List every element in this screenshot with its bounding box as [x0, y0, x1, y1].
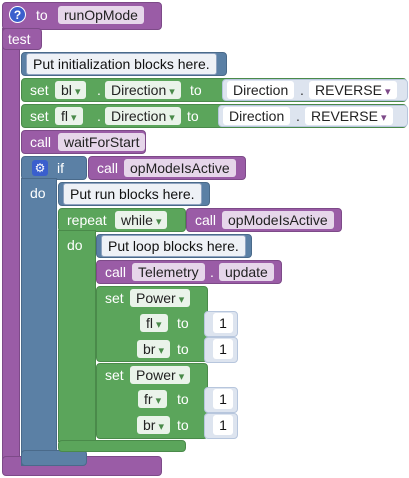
power-1-row1-value[interactable]: 1	[213, 313, 233, 333]
repeat-label: repeat	[67, 212, 107, 228]
to-label: to	[36, 7, 48, 23]
help-icon[interactable]: ?	[9, 6, 26, 23]
if-do-bar	[21, 178, 57, 466]
if-label: if	[57, 160, 64, 176]
bl-direction-dropdown[interactable]: Direction	[105, 81, 181, 99]
wait-for-start-name: waitForStart	[58, 133, 146, 151]
procedure-body-bar	[2, 28, 20, 466]
if-opmode-name: opModeIsActive	[124, 159, 236, 177]
telemetry-method: update	[219, 263, 274, 281]
power-2-row1-to: to	[177, 391, 189, 407]
repeat-mode-dropdown[interactable]: while	[115, 211, 168, 229]
repeat-call-label: call	[195, 212, 217, 228]
telemetry-call-label: call	[105, 264, 127, 280]
run-comment-text[interactable]: Put run blocks here.	[63, 183, 202, 205]
test-label: test	[8, 31, 31, 47]
bl-enum-value-dropdown[interactable]: REVERSE	[309, 81, 397, 99]
function-name-field[interactable]: runOpMode	[58, 6, 144, 24]
set-bl-dot: .	[97, 82, 101, 98]
set-fl-to: to	[187, 108, 199, 124]
repeat-do-bar	[58, 230, 96, 442]
power-1-dropdown[interactable]: Power	[130, 289, 191, 307]
set-fl-dot: .	[97, 108, 101, 124]
power-1-row2-to: to	[177, 341, 189, 357]
repeat-foot	[58, 440, 186, 452]
power-2-row2-value[interactable]: 1	[213, 415, 233, 435]
telemetry-dot: .	[210, 264, 214, 280]
power-1-row1-to: to	[177, 315, 189, 331]
set-fl-label: set	[30, 108, 49, 124]
repeat-do-label: do	[67, 237, 83, 253]
fl-dropdown[interactable]: fl	[55, 107, 83, 125]
repeat-opmode-name: opModeIsActive	[222, 211, 334, 229]
set-power-2-label: set	[105, 367, 124, 383]
power-1-row2-value[interactable]: 1	[213, 339, 233, 359]
if-block[interactable]	[21, 156, 87, 180]
bl-enum-dot: .	[300, 82, 304, 98]
if-call-label: call	[97, 160, 119, 176]
loop-comment-text[interactable]: Put loop blocks here.	[101, 235, 246, 257]
power-2-motor-br-dropdown[interactable]: br	[137, 416, 171, 434]
fl-enum-type: Direction	[223, 107, 291, 125]
bl-dropdown[interactable]: bl	[55, 81, 87, 99]
test-row	[2, 28, 42, 50]
bl-enum-type: Direction	[227, 81, 295, 99]
set-bl-label: set	[30, 82, 49, 98]
power-2-motor-fr-dropdown[interactable]: fr	[138, 390, 168, 408]
do-label: do	[30, 185, 46, 201]
telemetry-object: Telemetry	[132, 263, 205, 281]
power-2-row1-value[interactable]: 1	[213, 389, 233, 409]
fl-direction-dropdown[interactable]: Direction	[105, 107, 181, 125]
power-1-motor-br-dropdown[interactable]: br	[137, 340, 171, 358]
call-wait-label: call	[30, 134, 52, 150]
power-2-dropdown[interactable]: Power	[130, 366, 191, 384]
if-foot	[21, 450, 87, 466]
fl-enum-value-dropdown[interactable]: REVERSE	[305, 107, 393, 125]
set-bl-to: to	[190, 82, 202, 98]
power-2-row2-to: to	[177, 417, 189, 433]
gear-icon[interactable]: ⚙	[32, 160, 48, 176]
fl-enum-dot: .	[296, 108, 300, 124]
set-power-1-label: set	[105, 290, 124, 306]
power-1-motor-fl-dropdown[interactable]: fl	[140, 314, 168, 332]
init-comment-text[interactable]: Put initialization blocks here.	[26, 53, 217, 75]
